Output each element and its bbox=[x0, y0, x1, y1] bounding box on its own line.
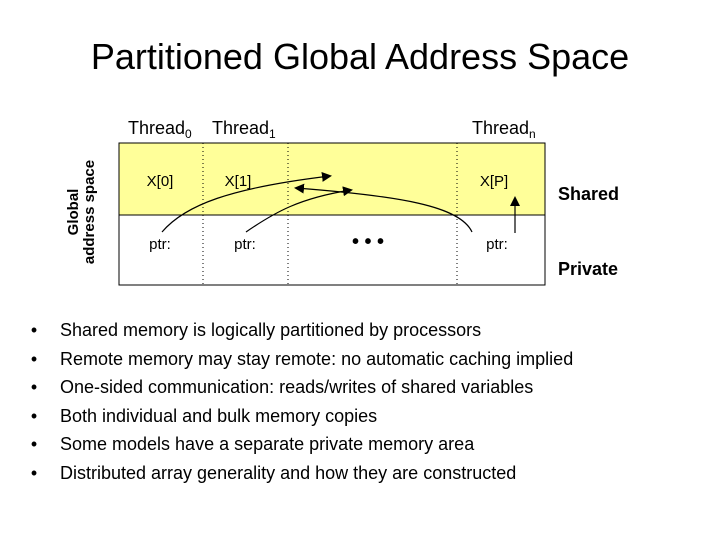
thread-1-label: Thread1 bbox=[212, 118, 276, 141]
shared-cell-x0: X[0] bbox=[147, 173, 174, 190]
bullet-list: •Shared memory is logically partitioned … bbox=[28, 316, 573, 488]
bullet-item: •Both individual and bulk memory copies bbox=[30, 405, 378, 426]
thread-0-label: Thread0 bbox=[128, 118, 192, 141]
shared-cell-xp: X[P] bbox=[480, 173, 508, 190]
page-title: Partitioned Global Address Space bbox=[90, 36, 630, 77]
pointer-arrow-n bbox=[294, 183, 473, 233]
bullet-item: •Distributed array generality and how th… bbox=[30, 462, 517, 483]
shared-region-label: Shared bbox=[558, 184, 620, 204]
shared-cell-x1: X[1] bbox=[225, 173, 252, 190]
pointer-arrow-1 bbox=[245, 186, 353, 233]
bullet-item: •One-sided communication: reads/writes o… bbox=[30, 377, 534, 398]
thread-n-label: Threadn bbox=[472, 118, 536, 141]
bullet-item: •Shared memory is logically partitioned … bbox=[30, 320, 482, 340]
private-cell-ptr-1: ptr: bbox=[234, 236, 256, 253]
private-cell-ptr-n: ptr: bbox=[486, 236, 508, 253]
shared-region bbox=[118, 142, 546, 216]
pointer-arrow-0 bbox=[161, 171, 332, 233]
private-cell-ptr-0: ptr: bbox=[149, 236, 171, 253]
private-region-label: Private bbox=[558, 259, 619, 279]
bullet-item: •Remote memory may stay remote: no autom… bbox=[30, 348, 574, 369]
bullet-item: •Some models have a separate private mem… bbox=[30, 434, 475, 455]
ellipsis-dots: • • • bbox=[352, 231, 384, 253]
private-region bbox=[118, 214, 546, 286]
